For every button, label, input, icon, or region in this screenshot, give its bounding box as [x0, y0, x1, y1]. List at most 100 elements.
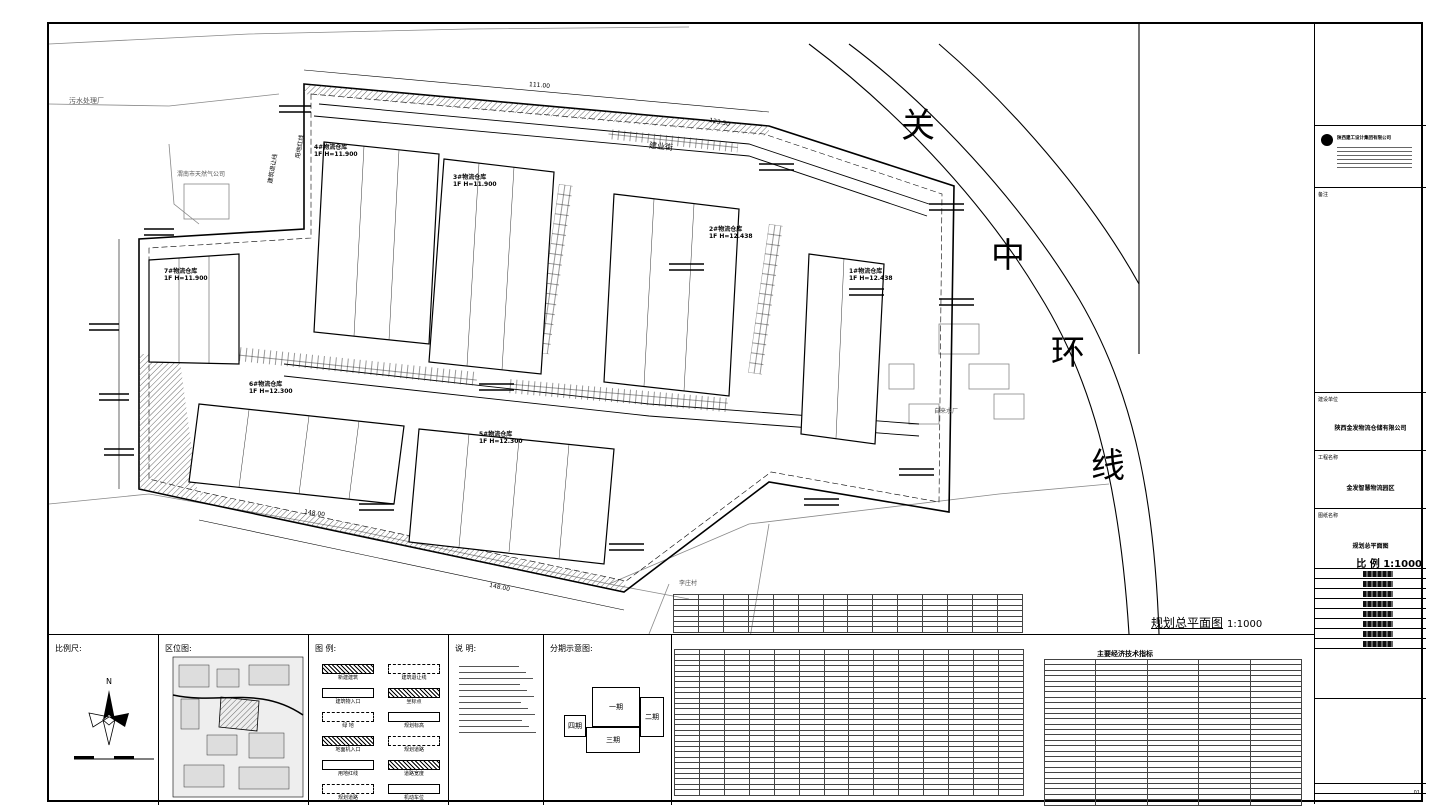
title-block: 陕西建工设计集团有限公司 备注 建设单位 陕西金发物流仓储有限公司 工程名称 金…: [1314, 24, 1426, 804]
legend-label: 图 例:: [315, 644, 337, 653]
legend-symbol: [388, 736, 440, 746]
note-line: [459, 696, 534, 697]
note-line: [459, 732, 536, 733]
schedule-table-2: [674, 648, 1025, 796]
note-line: [459, 726, 529, 727]
phase-panel: 分期示意图: 一期 二期 三期 四期: [544, 635, 672, 805]
schedule-panel: [672, 635, 1027, 805]
plan-title-text: 规划总平面图: [1151, 616, 1224, 630]
table-cell: [822, 626, 849, 633]
legend-item: 地面机入口: [319, 731, 377, 753]
legend-item: 规划标高: [385, 707, 443, 729]
signature-mark: [1363, 621, 1393, 627]
signature-mark: [1363, 571, 1393, 577]
tb-drawing-value: 规划总平面图: [1352, 543, 1389, 550]
table-cell: [747, 626, 774, 633]
signature-row: [1315, 619, 1426, 629]
warehouse-3: [428, 158, 555, 375]
table-cell: [748, 789, 775, 796]
signature-row: [1315, 599, 1426, 609]
road-label-xian: 线: [1091, 446, 1125, 486]
table-cell: [1095, 799, 1148, 806]
notes-label: 说 明:: [455, 644, 477, 653]
table-cell: [923, 789, 950, 796]
table-cell: [898, 789, 925, 796]
tb-drawing: 图纸名称 规划总平面图 比 例 1:1000: [1315, 509, 1426, 570]
company-logo-icon: [1321, 134, 1333, 146]
north-road-label: 建业街: [648, 140, 674, 153]
note-line: [459, 678, 533, 679]
legend-text: 用地红线: [337, 771, 358, 777]
table-row: [673, 626, 1024, 633]
table-cell: [823, 789, 850, 796]
legend-symbol: [322, 688, 374, 698]
table-cell: [947, 626, 974, 633]
setback-line: [148, 93, 943, 582]
plan-title-scale: 1:1000: [1227, 619, 1263, 630]
table-row: [674, 675, 1025, 683]
table-cell: [897, 626, 924, 633]
tb-stamp: [1315, 699, 1426, 784]
table-row: [1043, 799, 1303, 806]
legend-text: 新建建筑: [337, 675, 358, 681]
legend-text: 坐标点: [406, 699, 422, 705]
table-cell: [1198, 799, 1251, 806]
legend-item: 建筑退让线: [385, 659, 443, 681]
legend-item: 绿 地: [319, 707, 377, 729]
ring-road: [808, 24, 1160, 634]
road-label-guan: 关: [901, 106, 935, 146]
legend-text: 规划标高: [403, 723, 424, 729]
legend-text: 建筑退让线: [401, 675, 427, 681]
location-panel: 区位图:: [159, 635, 309, 805]
neighbor-label-sewage: 污水处理厂: [69, 97, 104, 105]
legend-item: 地下室轮廓线: [385, 803, 443, 807]
north-strip: [304, 84, 769, 136]
table-cell: [674, 789, 700, 796]
signature-row: [1315, 569, 1426, 579]
table-cell: [972, 626, 998, 633]
signature-row: [1315, 609, 1426, 619]
tb-sheet-info: 01: [1315, 784, 1426, 804]
tb-company: 陕西建工设计集团有限公司: [1315, 126, 1426, 188]
signature-row: [1315, 589, 1426, 599]
tb-project-value: 金发智慧物流园区: [1346, 485, 1395, 492]
scale-label: 比例尺:: [55, 644, 82, 653]
site-plan: 关 中 环 线 建业街 污水处理厂 渭南市天然气公司 自来水厂 李庄村 用地红线…: [49, 24, 1314, 634]
tech-title: 主要经济技术指标: [1097, 650, 1153, 658]
signature-mark: [1363, 641, 1393, 647]
legend-item: 用地红线: [319, 755, 377, 777]
legend-item: 新建建筑: [319, 659, 377, 681]
table-cell: [772, 626, 799, 633]
legend-symbol: [322, 664, 374, 674]
drawing-sheet: 关 中 环 线 建业街 污水处理厂 渭南市天然气公司 自来水厂 李庄村 用地红线…: [47, 22, 1426, 806]
signature-row: [1315, 629, 1426, 639]
notes-lines: [459, 661, 539, 738]
legend-text: 建筑物入口: [335, 699, 361, 705]
north-label: N: [106, 677, 112, 686]
legend-symbol: [322, 712, 374, 722]
table-cell: [798, 789, 825, 796]
warehouse-6: [188, 403, 405, 505]
tb-drawing-label: 图纸名称: [1318, 513, 1339, 519]
tb-project: 工程名称 金发智慧物流园区: [1315, 451, 1426, 509]
table-cell: [1146, 799, 1200, 806]
table-cell: [723, 789, 750, 796]
tb-scale: 比 例 1:1000: [1356, 559, 1422, 570]
signature-mark: [1363, 601, 1393, 607]
table-row: [674, 724, 1025, 731]
signature-mark: [1363, 591, 1393, 597]
table-cell: [997, 789, 1025, 796]
road-label-zhong: 中: [991, 236, 1025, 276]
tb-top-blank: [1315, 24, 1426, 126]
north-arrow: [74, 690, 154, 760]
table-cell: [996, 626, 1024, 633]
note-line: [459, 708, 528, 709]
legend-symbol: [388, 760, 440, 770]
tb-notes-label: 备注: [1318, 192, 1329, 198]
legend-text: 道路宽度: [403, 771, 424, 777]
table-cell: [1043, 799, 1097, 806]
table-cell: [922, 626, 949, 633]
